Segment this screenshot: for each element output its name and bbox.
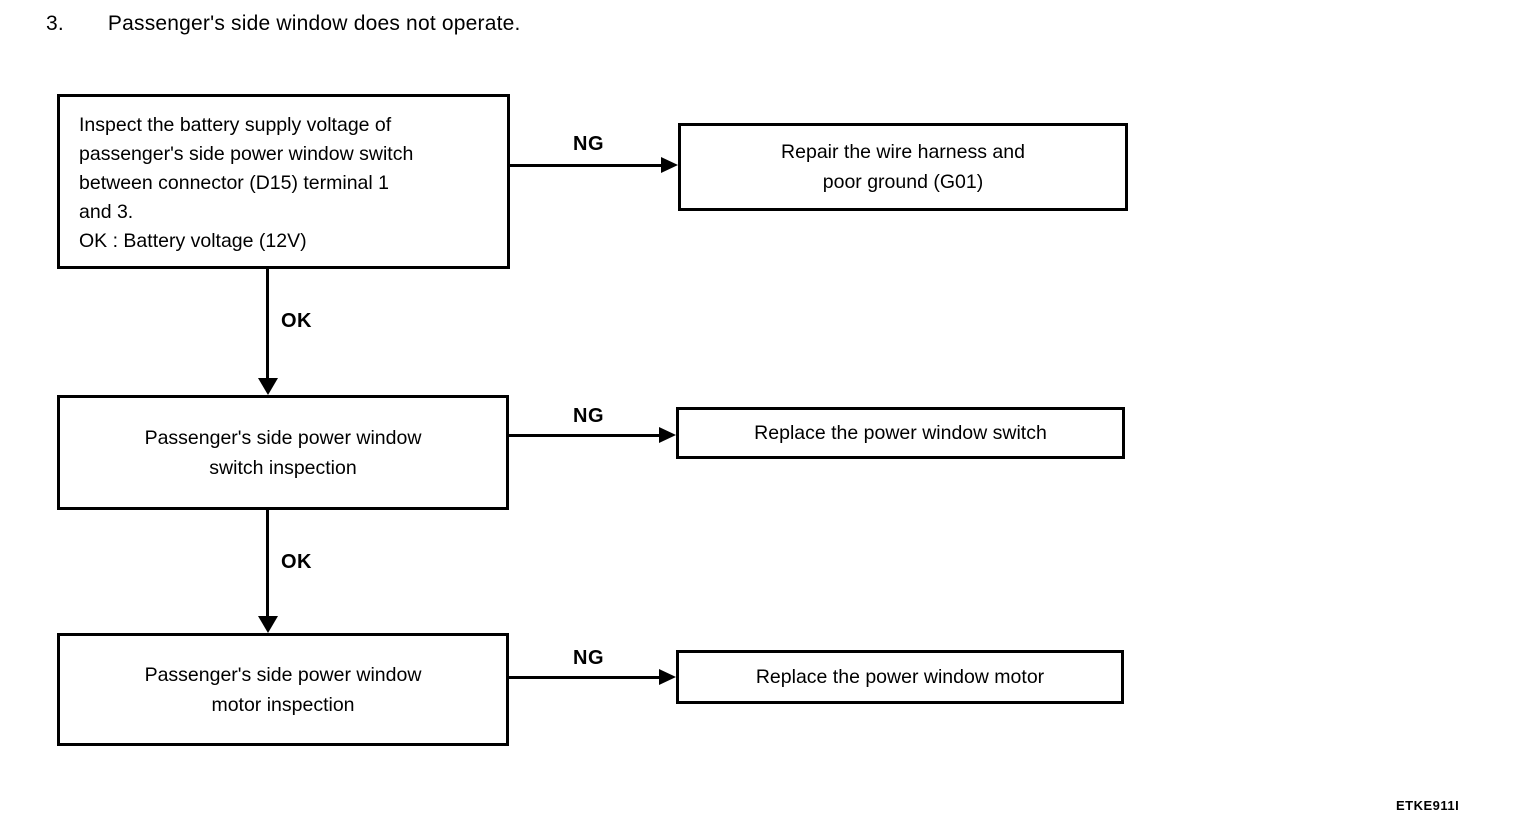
ng-arrowhead-1-icon: [661, 157, 678, 173]
flow-box-motor-inspection: Passenger's side power window motor insp…: [57, 633, 509, 746]
ok-arrow-line-1: [266, 269, 269, 379]
flow-box-repair-harness: Repair the wire harness and poor ground …: [678, 123, 1128, 211]
ok-label-2: OK: [281, 551, 312, 573]
ok-arrow-line-2: [266, 510, 269, 617]
ng-label-2: NG: [573, 405, 604, 427]
ng-arrowhead-2-icon: [659, 427, 676, 443]
title-number: 3.: [46, 12, 64, 35]
ng-arrow-line-2: [509, 434, 661, 437]
ng-arrow-line-1: [510, 164, 663, 167]
flow-box-replace-motor-text: Replace the power window motor: [755, 666, 1045, 688]
ng-arrowhead-3-icon: [659, 669, 676, 685]
ng-label-3: NG: [573, 647, 604, 669]
figure-code: ETKE911I: [1396, 798, 1460, 813]
ok-arrowhead-2-icon: [258, 616, 278, 633]
title-text: Passenger's side window does not operate…: [107, 12, 521, 35]
flow-box-inspect-voltage: Inspect the battery supply voltage of pa…: [57, 94, 510, 269]
flow-box-inspect-voltage-text: Inspect the battery supply voltage of pa…: [79, 114, 414, 252]
flow-box-switch-inspection-text: Passenger's side power window switch ins…: [144, 426, 422, 479]
flow-box-repair-harness-text: Repair the wire harness and poor ground …: [781, 141, 1025, 193]
ng-label-1: NG: [573, 133, 604, 155]
ok-label-1: OK: [281, 310, 312, 332]
flow-box-replace-motor: Replace the power window motor: [676, 650, 1124, 704]
ok-arrowhead-1-icon: [258, 378, 278, 395]
ng-arrow-line-3: [509, 676, 661, 679]
flow-box-motor-inspection-text: Passenger's side power window motor insp…: [144, 663, 422, 716]
flow-box-replace-switch: Replace the power window switch: [676, 407, 1125, 459]
page-title: 3. Passenger's side window does not oper…: [46, 12, 521, 36]
flow-box-replace-switch-text: Replace the power window switch: [754, 422, 1047, 444]
flow-box-switch-inspection: Passenger's side power window switch ins…: [57, 395, 509, 510]
